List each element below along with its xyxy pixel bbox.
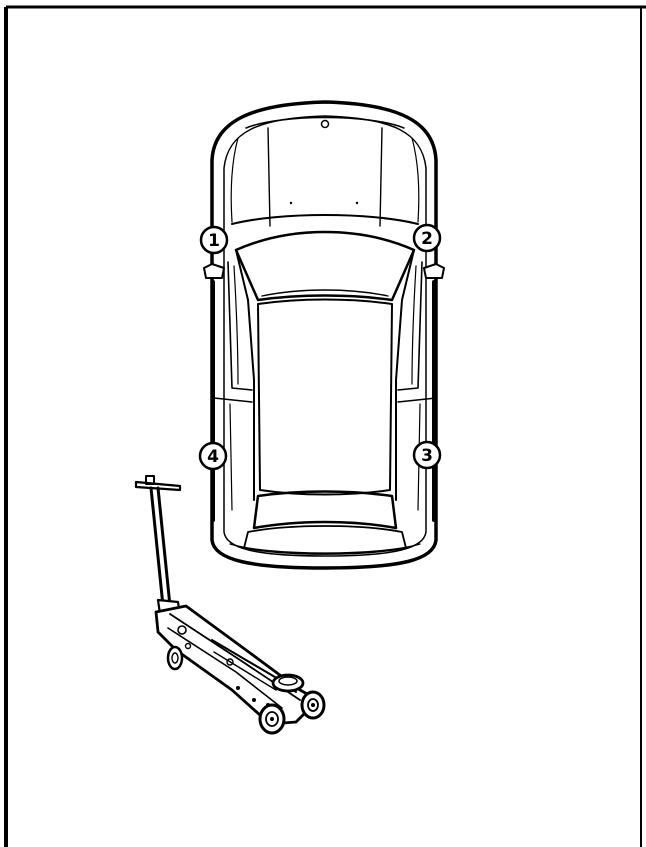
- page-frame: [4, 5, 646, 847]
- callout-2-label: 2: [421, 229, 433, 249]
- callout-1-label: 1: [208, 231, 220, 251]
- vehicle-body-outline: [210, 100, 438, 570]
- left-mirror: [203, 263, 225, 279]
- vehicle-top-view: [203, 100, 445, 570]
- callout-1: 1: [199, 225, 229, 255]
- callout-3-label: 3: [421, 446, 433, 466]
- right-mirror: [423, 263, 445, 279]
- callout-2: 2: [412, 223, 442, 253]
- floor-jack: [134, 475, 326, 735]
- callout-4-label: 4: [207, 447, 219, 467]
- jack-front-wheel-left: [258, 703, 286, 735]
- callout-4: 4: [198, 441, 228, 471]
- callout-3: 3: [412, 440, 442, 470]
- jack-front-wheel-right: [300, 690, 326, 720]
